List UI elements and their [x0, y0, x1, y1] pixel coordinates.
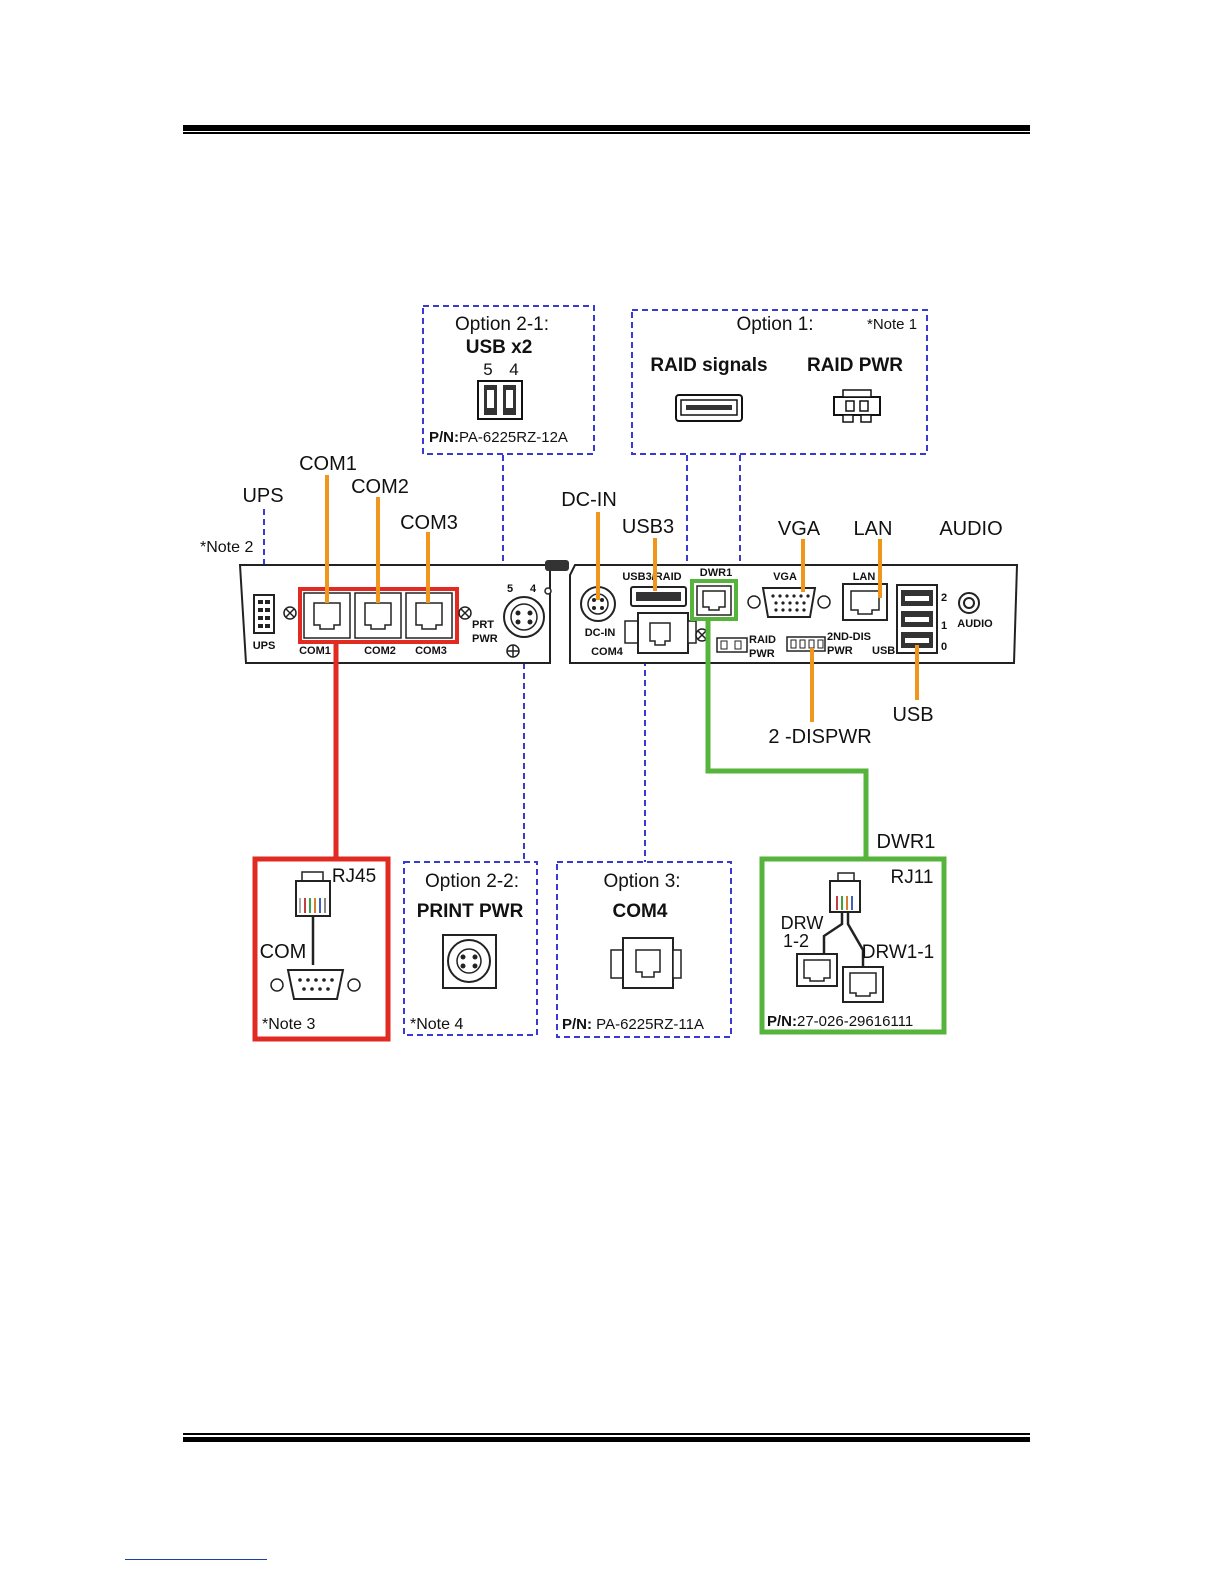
rj11-label: RJ11 — [891, 867, 934, 888]
panel-audio-label: AUDIO — [957, 618, 993, 630]
db9-connector-icon — [270, 969, 361, 1000]
rj45-label: RJ45 — [332, 866, 376, 887]
panel-usb3raid-label: USB3/RAID — [622, 571, 681, 583]
raid-pwr-port: RAID PWR — [716, 634, 776, 660]
panel-prt-pwr-label: PWR — [472, 633, 498, 645]
rj11-plug-icon — [829, 872, 861, 913]
panel-dcin-label: DC-IN — [585, 627, 616, 639]
footnote-rule — [125, 1559, 267, 1560]
callout-usb3: USB3 — [622, 516, 674, 538]
option-2-1-pn: P/N:PA-6225RZ-12A — [429, 429, 568, 446]
option-2-2-name: PRINT PWR — [417, 901, 524, 922]
option-1-note: *Note 1 — [867, 316, 917, 333]
option-1-title: Option 1: — [736, 314, 813, 335]
header-rule-thin — [183, 132, 1030, 134]
com-cable-box: RJ45 COM *Note 3 — [252, 856, 391, 1042]
drw-1-2-label-a: DRW — [781, 913, 824, 933]
callout-2-dispwr: 2 -DISPWR — [768, 726, 871, 748]
callout-note2: *Note 2 — [200, 539, 253, 556]
panel-raid-pwr-label: PWR — [749, 648, 775, 660]
raid-power-connector-icon — [833, 389, 881, 423]
prt-pin5-label: 5 — [507, 583, 513, 595]
usb3-raid-port: USB3/RAID — [622, 571, 687, 607]
drw-1-2-label-b: 1-2 — [783, 931, 809, 951]
drw1-1-label: DRW1-1 — [862, 942, 935, 963]
raid-signals-label: RAID signals — [650, 355, 767, 376]
callout-lines — [325, 475, 919, 722]
dwr-cable-pn: P/N:27-026-29616111 — [767, 1013, 913, 1030]
panel-com3-label: COM3 — [415, 645, 447, 657]
option-3-box: Option 3: COM4 P/N: PA-6225RZ-11A — [556, 861, 732, 1038]
drw1-1-jack-icon — [842, 966, 884, 1003]
callout-dwr1: DWR1 — [877, 831, 936, 853]
ups-connector: UPS — [253, 594, 276, 652]
callout-dcin: DC-IN — [561, 489, 617, 511]
panel-usb0-label: 0 — [941, 641, 947, 653]
raid-pwr-label: RAID PWR — [807, 355, 903, 376]
panel-lan-label: LAN — [853, 571, 876, 583]
com-label: COM — [260, 941, 307, 963]
com4-port: COM4 — [591, 612, 709, 658]
panel-ups-label: UPS — [253, 640, 276, 652]
dual-usb-icon — [477, 380, 523, 420]
usb-port-4-label: 4 — [509, 360, 518, 379]
callout-com1: COM1 — [299, 453, 357, 475]
panel-prt-label: PRT — [472, 619, 494, 631]
panel-usb1-label: 1 — [941, 620, 947, 632]
panel-com1-label: COM1 — [299, 645, 331, 657]
callout-vga: VGA — [778, 518, 821, 540]
prt-pin4-label: 4 — [530, 583, 537, 595]
sata-connector-icon — [675, 394, 743, 422]
usb-stack-port: 2 1 0 USB — [872, 584, 947, 657]
option-3-pn: P/N: PA-6225RZ-11A — [562, 1016, 704, 1033]
option-1-box: Option 1: *Note 1 RAID signals RAID PWR — [631, 309, 928, 455]
print-power-connector-icon — [442, 934, 497, 989]
callout-com2: COM2 — [351, 476, 409, 498]
dc-in-port: DC-IN — [580, 586, 616, 639]
com4-module-icon — [610, 937, 682, 989]
panel-com4-label: COM4 — [591, 646, 624, 658]
printer-power-port: PRT PWR 5 4 — [472, 583, 545, 658]
vga-port: VGA — [747, 571, 831, 618]
panel-vga-label: VGA — [773, 571, 797, 583]
panel-usb2-label: 2 — [941, 592, 947, 604]
second-display-pwr-port: 2ND-DIS PWR — [786, 631, 871, 657]
footer-rule-thin — [183, 1433, 1030, 1435]
note4-label: *Note 4 — [410, 1016, 463, 1033]
option-2-2-box: Option 2-2: PRINT PWR *Note 4 — [403, 861, 538, 1036]
panel-raid-label: RAID — [749, 634, 776, 646]
panel-2nd-dis-pwr-label: PWR — [827, 645, 853, 657]
audio-port: AUDIO — [957, 592, 993, 630]
header-rule-thick — [183, 125, 1030, 131]
callout-com3: COM3 — [400, 512, 458, 534]
option-2-2-title: Option 2-2: — [425, 871, 519, 892]
callout-usb: USB — [892, 704, 933, 726]
callout-ups: UPS — [242, 485, 283, 507]
usb-port-5-label: 5 — [483, 360, 492, 379]
panel-dwr1-label: DWR1 — [700, 567, 732, 579]
dwr-cable-line — [705, 619, 869, 859]
drw-1-2-jack-icon — [796, 953, 838, 987]
panel-usb-label: USB — [872, 645, 895, 657]
callout-lan: LAN — [854, 518, 893, 540]
option-3-name: COM4 — [613, 901, 668, 922]
panel-2nd-dis-label: 2ND-DIS — [827, 631, 871, 643]
rj45-plug-icon — [295, 871, 331, 917]
option-2-1-box: Option 2-1: USB x2 5 4 P/N:PA-6225RZ-12A — [422, 305, 595, 455]
callout-audio: AUDIO — [939, 518, 1002, 540]
footer-rule-thick — [183, 1437, 1030, 1442]
note3-label: *Note 3 — [262, 1016, 315, 1033]
option-2-1-name: USB x2 — [466, 337, 533, 358]
callout-labels: UPS *Note 2 COM1 COM2 COM3 DC-IN USB3 VG… — [200, 453, 1003, 853]
option-3-title: Option 3: — [603, 871, 680, 892]
option-2-1-title: Option 2-1: — [455, 314, 549, 335]
panel-com2-label: COM2 — [364, 645, 396, 657]
dwr1-port: DWR1 — [690, 567, 738, 621]
dwr-cable-box: RJ11 DRW 1-2 DRW1-1 P/N:27-026-29616111 — [759, 856, 947, 1035]
